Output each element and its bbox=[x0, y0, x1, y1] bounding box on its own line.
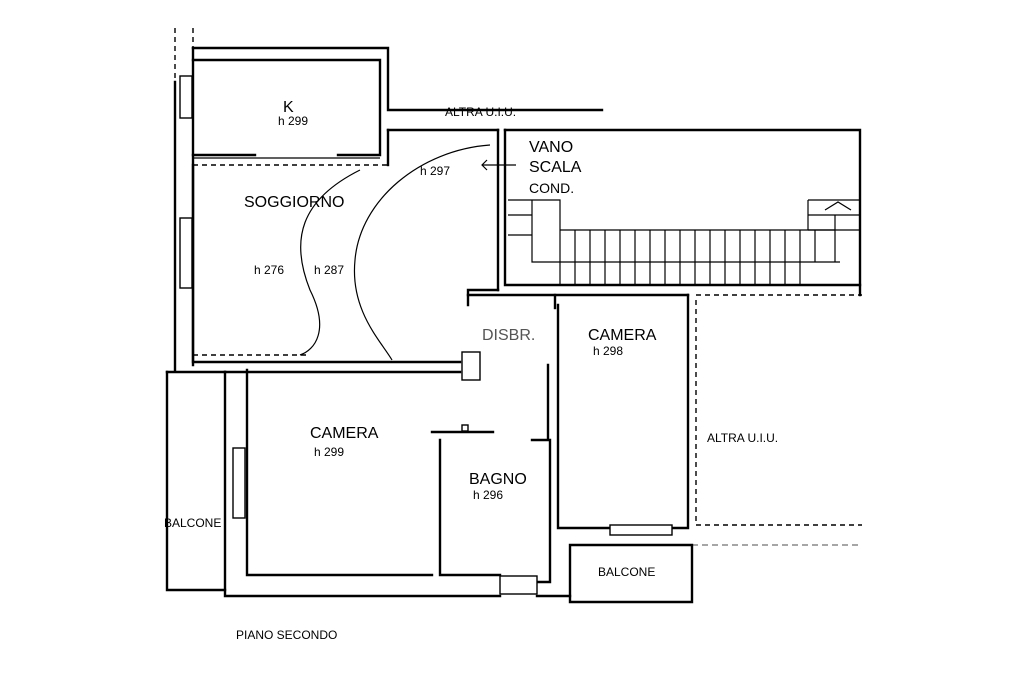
soggiorno-height-297: h 297 bbox=[420, 164, 450, 178]
vano-label-1: VANO bbox=[529, 139, 573, 156]
soggiorno-window bbox=[179, 217, 193, 289]
camera-left-window bbox=[232, 447, 246, 519]
camera-right-room: CAMERA h 298 bbox=[556, 293, 690, 536]
camera-left-height: h 299 bbox=[314, 445, 344, 459]
left-exterior-wall bbox=[173, 46, 604, 372]
kitchen-height: h 299 bbox=[278, 114, 308, 128]
soggiorno-height-276: h 276 bbox=[254, 263, 284, 277]
vano-label-2: SCALA bbox=[529, 159, 582, 176]
stair-arrow-icon bbox=[824, 201, 852, 211]
altra-uiu-top-label: ALTRA U.I.U. bbox=[445, 105, 516, 119]
kitchen-label: K bbox=[283, 99, 294, 116]
vano-label-3: COND. bbox=[529, 180, 574, 196]
disbr-hallway: DISBR. bbox=[466, 293, 690, 442]
ceiling-curve-left bbox=[299, 169, 361, 356]
soggiorno-door-post bbox=[461, 351, 481, 381]
balcone-bottom-label: BALCONE bbox=[598, 565, 655, 579]
balcone-left: BALCONE bbox=[164, 370, 227, 592]
soggiorno-room: SOGGIORNO h 276 h 287 h 297 bbox=[179, 128, 500, 381]
ceiling-curve-right bbox=[353, 144, 491, 361]
bagno-door-post bbox=[461, 424, 469, 432]
bagno-height: h 296 bbox=[473, 488, 503, 502]
bagno-room: BAGNO h 296 bbox=[430, 424, 552, 595]
kitchen-window bbox=[179, 75, 193, 119]
stairwell: VANO SCALA COND. bbox=[481, 128, 862, 297]
stair-treads bbox=[574, 230, 816, 285]
floor-title: PIANO SECONDO bbox=[236, 628, 337, 642]
disbr-label: DISBR. bbox=[482, 327, 535, 344]
camera-left-room: CAMERA h 299 bbox=[223, 368, 502, 598]
soggiorno-height-287: h 287 bbox=[314, 263, 344, 277]
camera-right-label: CAMERA bbox=[588, 327, 657, 344]
soggiorno-label: SOGGIORNO bbox=[244, 194, 344, 211]
bagno-window bbox=[499, 575, 538, 595]
altra-uiu-right: ALTRA U.I.U. bbox=[692, 294, 862, 546]
altra-uiu-right-label: ALTRA U.I.U. bbox=[707, 431, 778, 445]
balcone-left-label: BALCONE bbox=[164, 516, 221, 530]
top-dashed-lines bbox=[174, 28, 194, 82]
camera-right-height: h 298 bbox=[593, 344, 623, 358]
camera-right-window bbox=[609, 524, 673, 536]
bagno-label: BAGNO bbox=[469, 471, 527, 488]
camera-left-label: CAMERA bbox=[310, 425, 379, 442]
kitchen-room: K h 299 bbox=[179, 58, 382, 159]
balcone-bottom: BALCONE bbox=[568, 543, 694, 604]
